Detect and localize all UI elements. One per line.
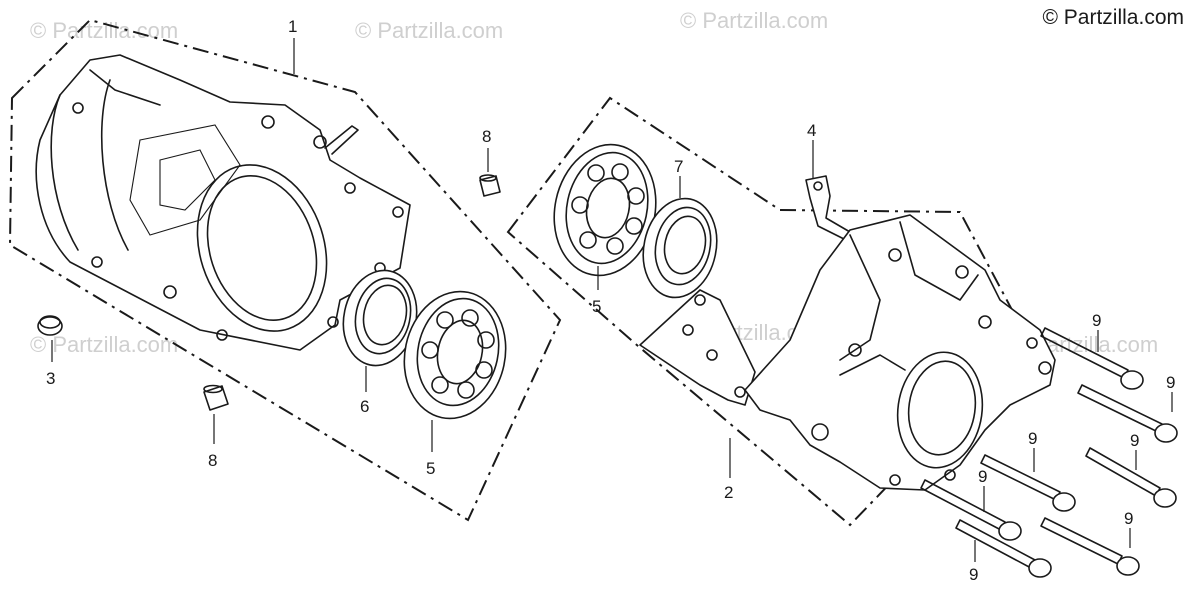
callout-9[interactable]: 9 (1092, 311, 1101, 330)
flange-bolt (1040, 327, 1144, 390)
ball-bearing-left (403, 290, 507, 420)
callouts: 1 8 3 8 6 5 5 7 4 2 9 9 9 9 9 9 9 (46, 17, 1175, 584)
callout-9[interactable]: 9 (1124, 509, 1133, 528)
callout-5-left[interactable]: 5 (426, 459, 435, 478)
callout-6[interactable]: 6 (360, 397, 369, 416)
flange-bolt (980, 454, 1076, 512)
dowel-pin-upper (479, 174, 501, 197)
flange-bolt (1085, 447, 1177, 508)
callout-9[interactable]: 9 (1130, 431, 1139, 450)
plug-cap (37, 315, 63, 336)
callout-9[interactable]: 9 (1166, 373, 1175, 392)
callout-9[interactable]: 9 (978, 467, 987, 486)
watermark-text: © Partzilla.com (30, 332, 178, 357)
left-crankcase-half (35, 54, 411, 351)
mounting-bracket (805, 175, 851, 241)
ball-bearing-right (553, 143, 657, 277)
leader-lines (51, 38, 1173, 562)
watermark-text: © Partzilla.com (355, 18, 503, 43)
callout-2[interactable]: 2 (724, 483, 733, 502)
callout-7[interactable]: 7 (674, 157, 683, 176)
flange-bolt (955, 519, 1052, 578)
dowel-pin-lower (203, 384, 229, 411)
callout-9[interactable]: 9 (969, 565, 978, 584)
flange-bolt (1040, 517, 1140, 576)
callout-4[interactable]: 4 (807, 121, 816, 140)
callout-8-lower[interactable]: 8 (208, 451, 217, 470)
watermark-text: © Partzilla.com (30, 18, 178, 43)
callout-1[interactable]: 1 (288, 17, 297, 36)
flange-bolt (920, 479, 1022, 541)
flange-bolt (1077, 384, 1178, 443)
assembly-boundary-right (506, 96, 1030, 527)
callout-3[interactable]: 3 (46, 369, 55, 388)
watermark-text: © Partzilla.com (680, 8, 828, 33)
callout-5-right[interactable]: 5 (592, 297, 601, 316)
callout-9[interactable]: 9 (1028, 429, 1037, 448)
oil-seal-right (642, 197, 718, 299)
callout-8-upper[interactable]: 8 (482, 127, 491, 146)
assembly-boundary-left (8, 18, 562, 522)
copyright-notice: © Partzilla.com (1042, 6, 1184, 29)
right-crankcase-half (639, 214, 1056, 491)
